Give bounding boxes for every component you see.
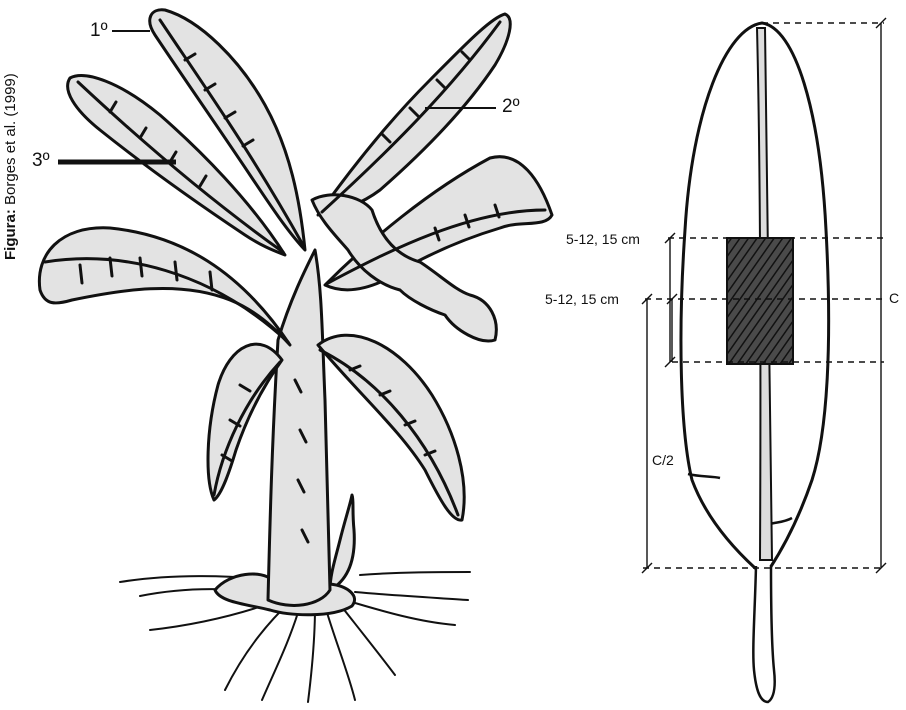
leaf-left: [39, 228, 290, 345]
label-lower-sample: 5-12, 15 cm: [545, 291, 619, 307]
label-half-length: C/2: [652, 452, 674, 468]
pseudostem: [268, 250, 330, 605]
label-leaf1: 1º: [90, 20, 108, 42]
figure-caption: Figura: Borges et al. (1999): [2, 73, 19, 260]
caption-text: Borges et al. (1999): [2, 73, 19, 209]
label-leaf3: 3º: [32, 150, 50, 172]
sucker: [330, 495, 354, 590]
caption-bold: Figura:: [2, 209, 19, 260]
banana-plant: [39, 10, 552, 702]
petiole: [753, 566, 774, 702]
label-leaf2: 2º: [502, 96, 520, 118]
sample-area: [727, 238, 793, 364]
label-length: C: [889, 290, 899, 306]
leaf-diagram: [642, 18, 886, 702]
label-upper-sample: 5-12, 15 cm: [566, 231, 640, 247]
